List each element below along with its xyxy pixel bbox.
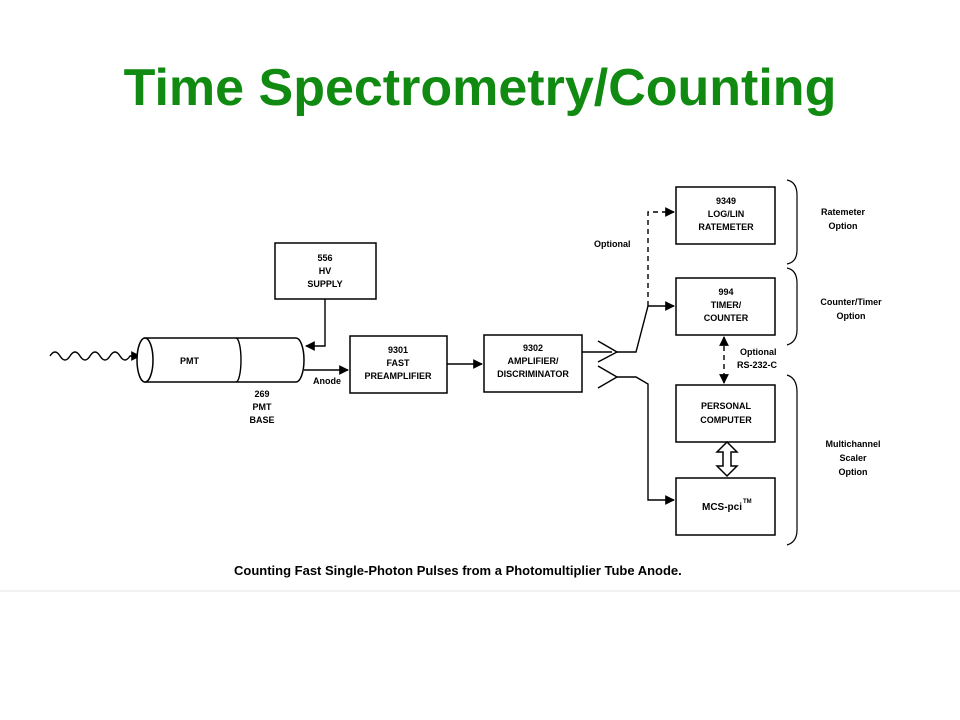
hv-supply-box: 556 HV SUPPLY xyxy=(274,242,377,300)
multichannel-brace xyxy=(786,374,798,546)
mcs-pci-box: MCS-pci TM xyxy=(675,477,776,536)
personal-computer-box: PERSONAL COMPUTER xyxy=(675,384,776,443)
pmt-base-line1: 269 xyxy=(254,389,269,399)
hv-supply-line2: HV xyxy=(319,266,332,276)
mcs-label: MCS-pci xyxy=(702,502,742,513)
optional-rs232-line1: Optional xyxy=(740,347,777,357)
ratemeter-line2: LOG/LIN xyxy=(708,209,745,219)
pmt-label: PMT xyxy=(180,356,200,366)
pmt-tube: PMT xyxy=(136,337,305,383)
ratemeter-option-line1: Ratemeter xyxy=(821,207,866,217)
hv-supply-line1: 556 xyxy=(317,253,332,263)
photon-wave xyxy=(49,351,141,361)
to-timer-wire xyxy=(617,301,675,353)
amp-line2: AMPLIFIER/ xyxy=(508,356,559,366)
timer-line3: COUNTER xyxy=(704,313,749,323)
ratemeter-option-line2: Option xyxy=(829,221,858,231)
ratemeter-line1: 9349 xyxy=(716,196,736,206)
slide-title: Time Spectrometry/Counting xyxy=(123,59,837,117)
preamp-line1: 9301 xyxy=(388,345,408,355)
pmt-base-line2: PMT xyxy=(253,402,273,412)
optional-ratemeter-wire xyxy=(647,207,675,306)
multichannel-option-line3: Option xyxy=(839,467,868,477)
counter-brace xyxy=(786,267,798,346)
timer-counter-box: 994 TIMER/ COUNTER xyxy=(675,277,776,336)
preamplifier-box: 9301 FAST PREAMPLIFIER xyxy=(349,335,448,394)
ratemeter-brace xyxy=(786,179,798,265)
pc-line1: PERSONAL xyxy=(701,401,752,411)
optional-rs232-line2: RS-232-C xyxy=(737,360,778,370)
amplifier-discriminator-box: 9302 AMPLIFIER/ DISCRIMINATOR xyxy=(483,334,583,393)
pmt-base-line3: BASE xyxy=(249,415,274,425)
to-mcs-wire xyxy=(617,376,675,505)
multichannel-option-line2: Scaler xyxy=(839,453,867,463)
counter-option-line2: Option xyxy=(837,311,866,321)
mcs-tm: TM xyxy=(743,499,752,505)
amp-line1: 9302 xyxy=(523,343,543,353)
split-lower xyxy=(597,365,619,389)
hv-wire xyxy=(305,299,326,351)
counter-option-line1: Counter/Timer xyxy=(820,297,882,307)
pc-line2: COMPUTER xyxy=(700,415,752,425)
pc-mcs-link xyxy=(715,440,739,478)
ratemeter-line3: RATEMETER xyxy=(698,222,754,232)
hv-supply-line3: SUPPLY xyxy=(307,279,342,289)
multichannel-option-line1: Multichannel xyxy=(825,439,880,449)
amp-line3: DISCRIMINATOR xyxy=(497,369,569,379)
optional-left-label: Optional xyxy=(594,239,631,249)
timer-line1: 994 xyxy=(718,287,733,297)
preamp-line2: FAST xyxy=(386,358,410,368)
preamp-line3: PREAMPLIFIER xyxy=(364,371,432,381)
ratemeter-box: 9349 LOG/LIN RATEMETER xyxy=(675,186,776,245)
anode-label: Anode xyxy=(313,376,341,386)
timer-line2: TIMER/ xyxy=(711,300,742,310)
diagram-caption: Counting Fast Single-Photon Pulses from … xyxy=(234,563,682,578)
